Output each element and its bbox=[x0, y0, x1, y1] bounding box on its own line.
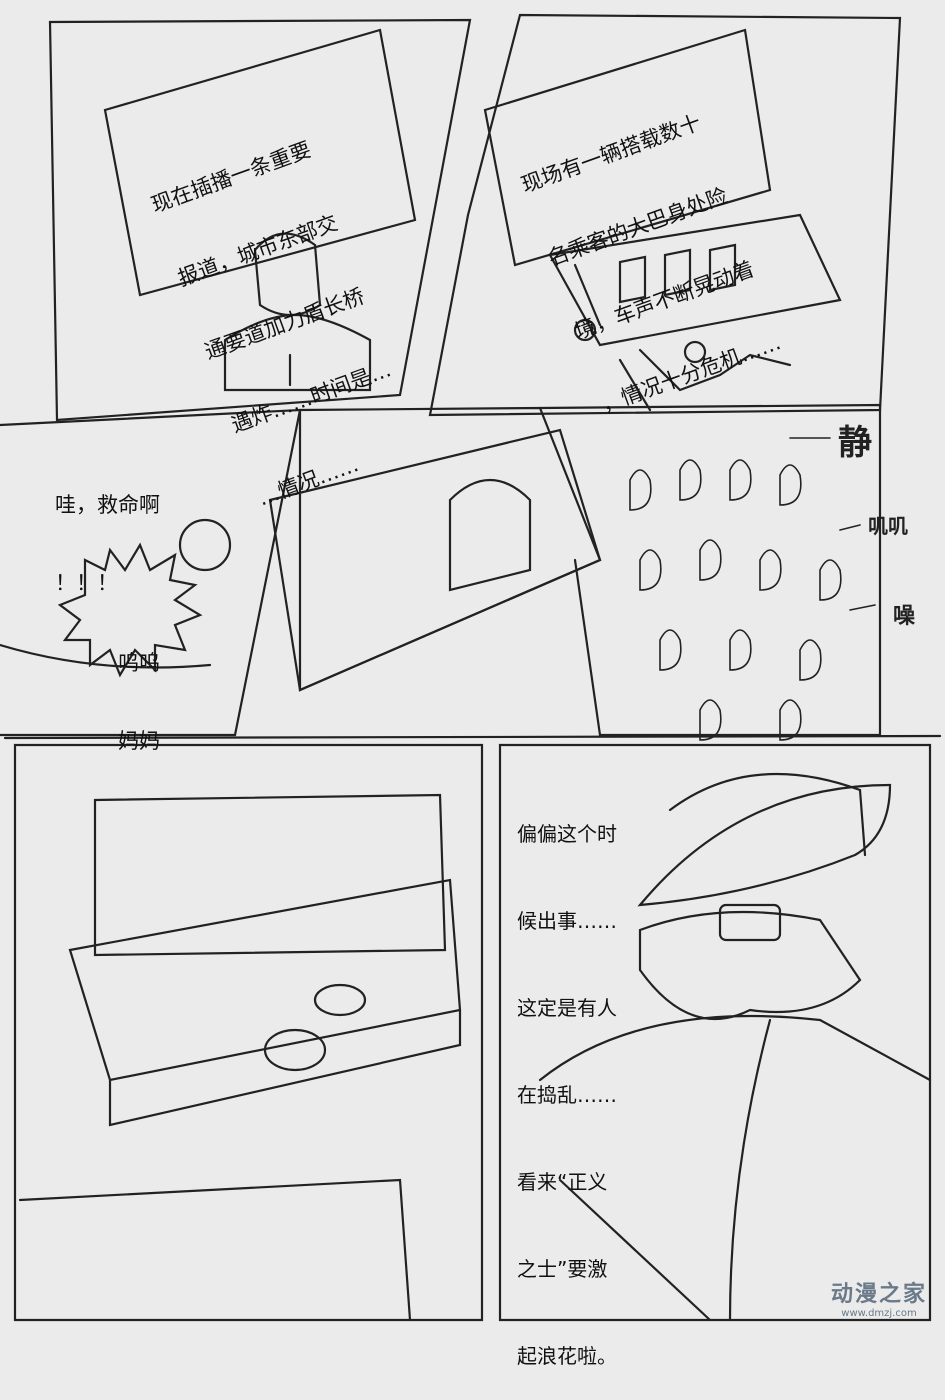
thought-line: 起浪花啦。 bbox=[517, 1344, 617, 1368]
thought-line: 这定是有人 bbox=[517, 996, 617, 1020]
caption-line: 报道，城市东部交 bbox=[174, 210, 341, 291]
caption-box-news bbox=[103, 28, 417, 297]
caption-line: 现在插播一条重要 bbox=[148, 137, 315, 218]
panel-passengers bbox=[0, 408, 302, 737]
tier-divider bbox=[3, 734, 942, 740]
thought-line: 候出事…… bbox=[517, 909, 617, 933]
cry-bubble: 呜呜 妈妈 bbox=[118, 598, 160, 780]
thought-line: 在捣乱…… bbox=[517, 1083, 617, 1107]
manga-page-art bbox=[0, 13, 942, 1322]
help-shout: 哇，救命啊 ！！！ bbox=[55, 440, 160, 622]
cry-line: 妈妈 bbox=[118, 729, 160, 753]
panel-news-anchor bbox=[48, 18, 472, 422]
detective-face bbox=[638, 910, 862, 1020]
caption-line: 现场有一辆搭载数十 bbox=[518, 110, 704, 198]
sfx-noise: 噪 bbox=[893, 604, 916, 629]
panel-detective bbox=[498, 743, 932, 1322]
cry-line: 呜呜 bbox=[118, 651, 160, 675]
broken-bridge bbox=[618, 348, 792, 412]
panel-bus bbox=[428, 13, 902, 417]
thought-line: 之士”要激 bbox=[517, 1257, 608, 1281]
caption-box-bus bbox=[483, 28, 772, 267]
sfx-quiet: 静 bbox=[838, 423, 872, 463]
detective-thought: 偏偏这个时 候出事…… 这定是有人 在捣乱…… 看来“正义 之士”要激 起浪花啦… bbox=[517, 762, 617, 1400]
caption-line: 境，车声不断晃动着 bbox=[571, 256, 758, 344]
spiky-bubble bbox=[57, 542, 203, 678]
caption-line: 通要道加力盾长桥 bbox=[201, 283, 368, 364]
sfx-chatter: 叽叽 bbox=[868, 514, 908, 538]
panel-bridge-tv bbox=[268, 406, 602, 692]
detective-coat bbox=[538, 1014, 932, 1322]
watermark-logo: 动漫之家 www.dmzj.com bbox=[831, 1276, 927, 1319]
shout-line: ！！！ bbox=[55, 571, 118, 595]
anchor-figure bbox=[223, 232, 372, 392]
detective-hat bbox=[637, 772, 892, 907]
thought-line: 偏偏这个时 bbox=[517, 822, 617, 846]
caption-line: 名乘客的大巴身处险 bbox=[544, 183, 731, 271]
thought-line: 看来“正义 bbox=[517, 1170, 608, 1194]
watermark-title: 动漫之家 bbox=[830, 1282, 927, 1307]
panel-crowd bbox=[538, 403, 882, 741]
shout-line: 哇，救命啊 bbox=[55, 493, 160, 517]
panel-cafe bbox=[13, 743, 484, 1322]
bus bbox=[548, 213, 842, 347]
watermark-url: www.dmzj.com bbox=[841, 1308, 917, 1319]
caption-line: 遇炸……时间是… bbox=[228, 357, 395, 438]
